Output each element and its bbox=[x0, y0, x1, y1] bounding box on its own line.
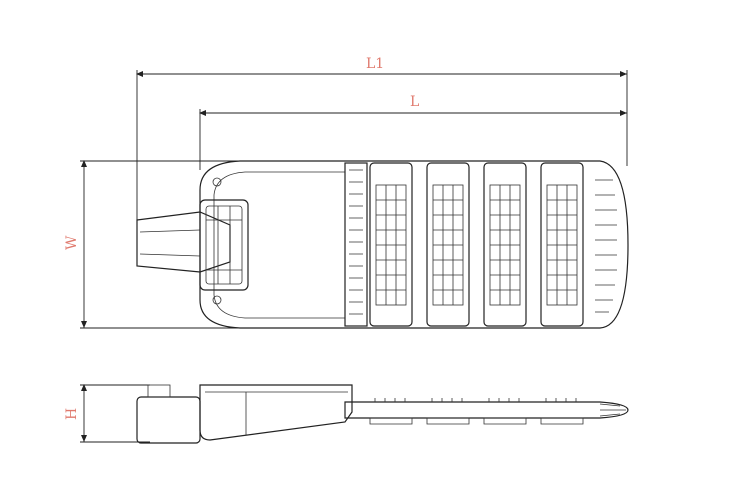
led-module-1 bbox=[369, 162, 413, 327]
top-view bbox=[136, 160, 629, 329]
dimension-w: W bbox=[64, 160, 250, 329]
led-module-2 bbox=[426, 162, 470, 327]
dimension-h-label: H bbox=[64, 408, 80, 420]
side-view bbox=[136, 384, 629, 444]
dimension-h: H bbox=[64, 384, 150, 443]
dimension-l-label: L bbox=[410, 94, 419, 110]
led-module-4 bbox=[540, 162, 584, 327]
led-module-3 bbox=[483, 162, 527, 327]
dimension-w-label: W bbox=[64, 235, 80, 250]
dimension-l1-label: L1 bbox=[366, 56, 384, 72]
dimension-l: L bbox=[199, 94, 627, 170]
dimension-l1: L1 bbox=[136, 56, 628, 262]
